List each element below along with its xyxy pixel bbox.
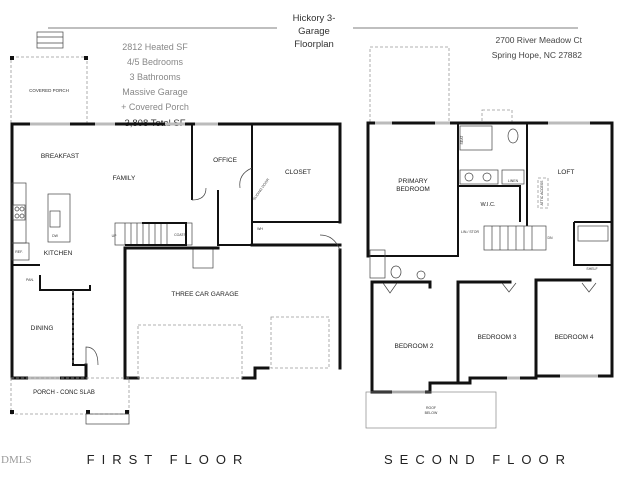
roof-label-1: ROOF (426, 406, 436, 410)
stairs-up-label: UP (112, 234, 118, 238)
room-primary-label-2: BEDROOM (396, 186, 430, 193)
room-kitchen: KITCHEN (44, 250, 73, 257)
second-floor-label: SECOND FLOOR (384, 452, 572, 467)
bedroom-count: 4/5 Bedrooms (127, 57, 184, 67)
room-bedroom-2: BEDROOM 2 (394, 343, 433, 350)
dw-label: DW (52, 234, 59, 238)
summary-block: 2812 Heated SF 4/5 Bedrooms 3 Bathrooms … (121, 42, 189, 129)
roof-label-2: BELOW (425, 411, 438, 415)
coats-label: COATS (174, 233, 186, 237)
dmls-logo: DMLS (1, 454, 32, 466)
linen-label: LINEN (508, 179, 519, 183)
room-three-car-garage: THREE CAR GARAGE (171, 291, 239, 298)
room-wic: W.I.C. (481, 202, 496, 208)
heated-sf: 2812 Heated SF (122, 42, 188, 52)
room-closet: CLOSET (285, 169, 311, 176)
room-porch-conc-slab: PORCH - CONC SLAB (33, 390, 95, 396)
plan-title-line2: Garage (298, 26, 330, 37)
garage-note: Massive Garage (122, 87, 188, 97)
wh-label: WH (257, 227, 263, 231)
room-loft: LOFT (558, 169, 575, 176)
room-bedroom-4: BEDROOM 4 (554, 334, 593, 341)
room-bedroom-3: BEDROOM 3 (477, 334, 516, 341)
pan-label: PAN. (26, 278, 34, 282)
room-office: OFFICE (213, 157, 237, 164)
plan-title-line1: Hickory 3- (293, 13, 336, 24)
stairs-down-label: DN (547, 236, 553, 240)
lin-stor-label: LIN./ STOR (461, 230, 479, 234)
ref-label: REF. (15, 250, 23, 254)
seat-label: SEAT (460, 135, 464, 145)
first-floor-label: FIRST FLOOR (87, 452, 250, 467)
room-breakfast: BREAKFAST (41, 153, 79, 160)
bathroom-count: 3 Bathrooms (129, 72, 181, 82)
room-family: FAMILY (113, 175, 136, 182)
shelf-label: SHELF (586, 267, 597, 271)
second-floor-plan: SEAT LINEN W.I.C. ATTIC ACCESS DN LIN./ … (365, 46, 614, 429)
attic-access-label: ATTIC ACCESS (540, 180, 544, 206)
plan-title-line3: Floorplan (294, 39, 334, 50)
porch-note: + Covered Porch (121, 102, 189, 112)
sliding-door-label: SLIDING DOOR (252, 177, 270, 201)
first-floor-plan: COVERED PORCH UP COATS THREE CAR GARAGE (10, 31, 342, 425)
address-city: Spring Hope, NC 27882 (492, 50, 583, 60)
room-primary-label-1: PRIMARY (398, 178, 428, 185)
room-covered-porch: COVERED PORCH (29, 88, 69, 93)
room-dining: DINING (31, 325, 54, 332)
address-street: 2700 River Meadow Ct (496, 35, 583, 45)
